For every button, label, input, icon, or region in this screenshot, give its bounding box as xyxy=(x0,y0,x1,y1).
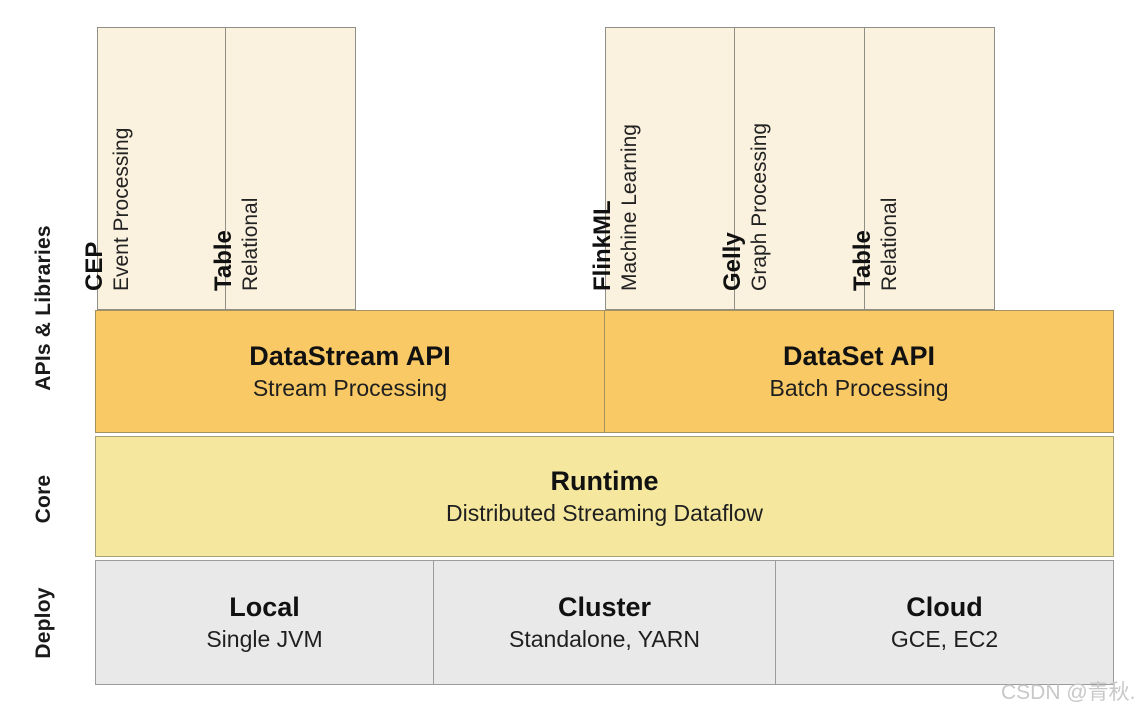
api-box-datastream: DataStream API Stream Processing xyxy=(95,310,605,433)
api-box-dataset: DataSet API Batch Processing xyxy=(604,310,1114,433)
library-subtitle: Event Processing xyxy=(109,127,133,291)
core-subtitle: Distributed Streaming Dataflow xyxy=(445,500,764,526)
deploy-title: Cloud xyxy=(906,592,983,622)
library-subtitle: Relational xyxy=(877,197,901,291)
deploy-box-cluster: Cluster Standalone, YARN xyxy=(433,560,776,685)
library-title: Table xyxy=(848,230,876,291)
api-subtitle: Batch Processing xyxy=(769,375,949,401)
library-title: Gelly xyxy=(718,232,746,291)
library-box-table-batch-text: Table Relational xyxy=(849,198,903,291)
deploy-box-cloud: Cloud GCE, EC2 xyxy=(775,560,1114,685)
band-label-deploy: Deploy xyxy=(32,587,55,659)
library-box-flinkml: FlinkML Machine Learning xyxy=(589,27,735,310)
library-subtitle: Graph Processing xyxy=(747,122,771,291)
library-title: Table xyxy=(209,230,237,291)
library-box-table-stream: Table Relational xyxy=(210,27,356,310)
band-label-apis-libraries: APIs & Libraries xyxy=(32,225,55,391)
csdn-watermark: CSDN @青秋. xyxy=(1001,681,1136,704)
core-box-runtime: Runtime Distributed Streaming Dataflow xyxy=(95,436,1114,557)
library-box-cep: CEP Event Processing xyxy=(81,27,226,310)
library-title: FlinkML xyxy=(589,200,616,291)
deploy-box-local: Local Single JVM xyxy=(95,560,434,685)
api-subtitle: Stream Processing xyxy=(252,375,448,401)
library-box-table-stream-text: Table Relational xyxy=(210,198,264,291)
library-subtitle: Relational xyxy=(238,197,262,291)
deploy-subtitle: GCE, EC2 xyxy=(890,626,999,652)
api-title: DataStream API xyxy=(249,341,451,371)
deploy-title: Cluster xyxy=(557,592,652,622)
library-box-gelly: Gelly Graph Processing xyxy=(719,27,865,310)
deploy-title: Local xyxy=(229,592,300,622)
library-title: CEP xyxy=(80,241,108,291)
library-box-table-batch: Table Relational xyxy=(849,27,995,310)
api-title: DataSet API xyxy=(782,341,936,371)
library-box-gelly-text: Gelly Graph Processing xyxy=(719,123,773,291)
deploy-subtitle: Standalone, YARN xyxy=(509,626,700,652)
library-box-cep-text: CEP Event Processing xyxy=(81,128,135,291)
deploy-subtitle: Single JVM xyxy=(206,626,323,652)
library-subtitle: Machine Learning xyxy=(618,124,641,291)
library-box-flinkml-text: FlinkML Machine Learning xyxy=(589,124,643,291)
core-title: Runtime xyxy=(550,466,659,496)
